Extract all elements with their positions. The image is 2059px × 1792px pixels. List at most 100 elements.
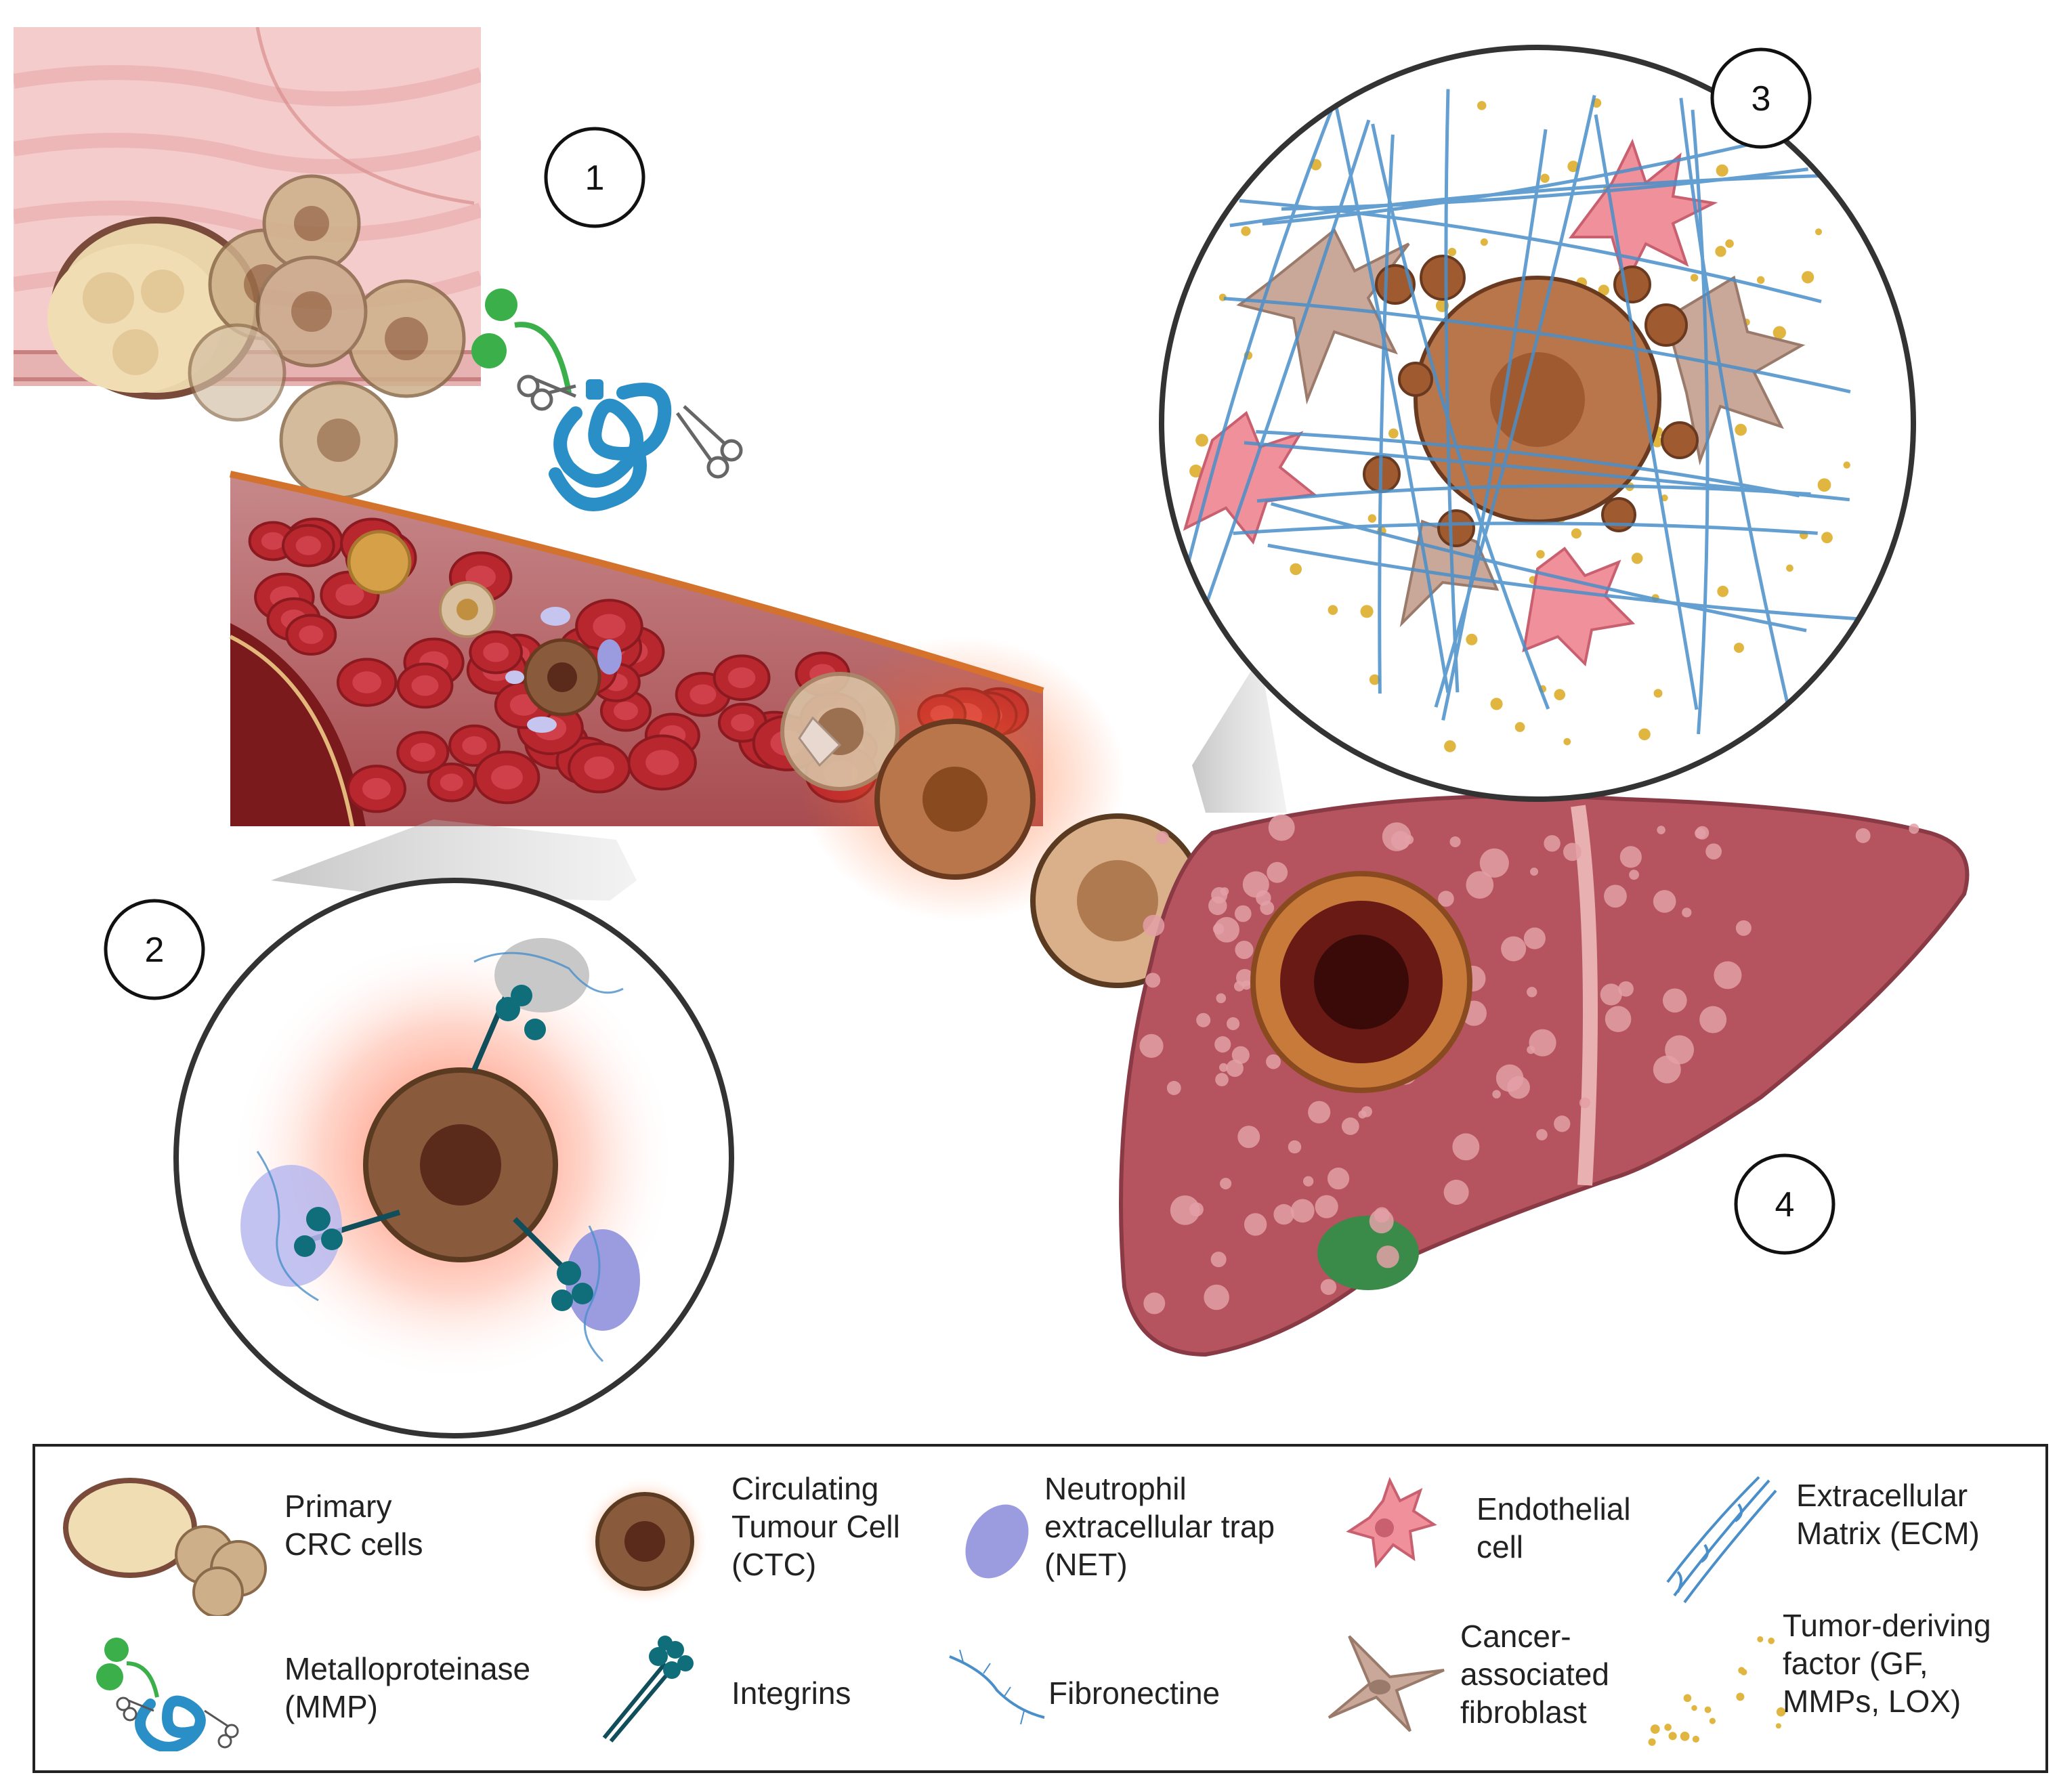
factor-dot xyxy=(1716,164,1728,177)
liver-nodule xyxy=(1479,848,1509,878)
liver-nodule xyxy=(1215,1073,1229,1086)
step-badge-2: 2 xyxy=(104,899,205,1000)
liver-nodule xyxy=(1695,828,1706,839)
primary-tumor-cluster xyxy=(47,174,466,500)
liver-nodule xyxy=(1662,988,1687,1013)
liver-nodule xyxy=(1629,870,1639,880)
ecm-fiber xyxy=(1239,198,1822,303)
liver-nodule xyxy=(1315,1195,1338,1218)
factor-dot xyxy=(1195,433,1208,447)
liver-nodule xyxy=(1242,871,1269,898)
caf-icon xyxy=(1328,1635,1445,1732)
liver-nodule xyxy=(1909,824,1919,834)
liver-nodule xyxy=(1714,961,1742,989)
factor-dot xyxy=(1704,1706,1712,1713)
factor-dot xyxy=(1653,689,1663,698)
liver-nodule xyxy=(1139,1033,1164,1058)
factor-dot xyxy=(1480,238,1488,247)
factor-dot xyxy=(1388,428,1399,439)
factor-dot xyxy=(1802,271,1814,284)
factor-dot xyxy=(1540,173,1550,183)
liver-nodule xyxy=(1267,861,1288,883)
liver-nodule xyxy=(1235,968,1254,987)
ecm-fiber xyxy=(1270,502,1807,633)
red-blood-cell xyxy=(448,724,501,767)
liver-nodule xyxy=(1529,1029,1556,1057)
liver-nodule xyxy=(1234,905,1252,922)
red-blood-cell xyxy=(473,750,540,805)
liver-nodule xyxy=(1288,1140,1302,1154)
factor-dot xyxy=(1691,1705,1697,1711)
liver-nodule xyxy=(1266,1054,1281,1069)
ecm-fiber xyxy=(1256,430,1800,498)
liver-nodule xyxy=(1443,1179,1469,1205)
liver-nodule xyxy=(1302,1176,1314,1187)
legend-mmp-label: Metalloproteinase (MMP) xyxy=(284,1651,531,1724)
liver-nodule xyxy=(1210,1252,1227,1268)
zoom-circle-3 xyxy=(1159,45,1916,802)
factor-dot xyxy=(1447,247,1457,257)
factor-dot xyxy=(1567,161,1579,173)
liver-nodule xyxy=(1501,936,1527,962)
svg-text:4: 4 xyxy=(1775,1185,1795,1224)
factor-dot xyxy=(1680,1731,1690,1741)
factor-dot xyxy=(1664,1724,1672,1731)
ecm-fiber xyxy=(1229,173,1850,228)
factor-dot xyxy=(1650,1724,1660,1734)
factor-dot xyxy=(1536,550,1545,559)
liver-nodule xyxy=(1204,1284,1229,1310)
factor-dot xyxy=(1786,564,1793,572)
liver-nodule xyxy=(1214,1036,1231,1053)
factor-dot xyxy=(1241,226,1251,236)
factor-dot xyxy=(1466,633,1478,645)
factor-dot xyxy=(1648,1738,1656,1746)
factor-dot xyxy=(1692,1735,1699,1743)
net-icon xyxy=(965,1504,1029,1579)
integrins-icon xyxy=(602,1636,694,1743)
svg-text:1: 1 xyxy=(585,158,605,198)
factor-dot xyxy=(1756,276,1765,284)
liver-nodule xyxy=(1216,993,1227,1004)
liver-nodule xyxy=(1155,831,1169,845)
ecm-fiber xyxy=(1691,110,1710,735)
legend-ctc-label: Circulating Tumour Cell (CTC) xyxy=(731,1471,900,1582)
primary-crc-icon xyxy=(63,1478,267,1616)
liver-nodule xyxy=(1273,1203,1294,1225)
liver-nodule xyxy=(1507,1075,1530,1099)
zoom-circle-2 xyxy=(173,878,734,1438)
scissors-icon xyxy=(517,375,743,479)
factor-dot xyxy=(1444,740,1456,752)
liver-nodule xyxy=(1682,908,1692,918)
ecm-fiber xyxy=(1441,129,1548,721)
factor-dot xyxy=(1328,605,1338,615)
factor-dot xyxy=(1725,239,1734,249)
liver-nodule xyxy=(1554,1115,1571,1132)
liver-nodule xyxy=(1196,1012,1211,1027)
legend-primary-crc-label: Primary CRC cells xyxy=(284,1489,423,1562)
liver-nodule xyxy=(1618,981,1634,997)
factor-dot xyxy=(1369,674,1380,685)
liver-nodule xyxy=(1391,830,1410,850)
factor-dot xyxy=(1768,1637,1775,1644)
liver-nodule xyxy=(1290,1199,1315,1223)
mmp-icon xyxy=(96,1638,239,1751)
liver-nodule xyxy=(1369,1209,1394,1234)
liver-nodule xyxy=(1170,1195,1200,1225)
liver-nodule xyxy=(1308,1101,1331,1124)
ecm-fiber xyxy=(1434,95,1596,708)
liver-nodule xyxy=(1492,1090,1501,1098)
liver-nodule xyxy=(1376,1245,1399,1268)
factor-dot xyxy=(1683,1694,1692,1703)
liver-nodule xyxy=(1523,927,1546,950)
liver-nodule xyxy=(1244,1213,1267,1236)
factor-dot xyxy=(1668,1732,1677,1741)
factor-dot xyxy=(1360,605,1374,618)
liver-nodule xyxy=(1735,920,1752,936)
legend-fibronectine-label: Fibronectine xyxy=(1048,1676,1220,1711)
ecm-icon xyxy=(1666,1476,1777,1604)
liver-nodule xyxy=(1227,1017,1240,1031)
factor-dot xyxy=(1709,1718,1716,1724)
liver-nodule xyxy=(1231,1046,1250,1064)
tumor-factor-icon xyxy=(1648,1636,1786,1746)
legend-ecm-label: Extracellular Matrix (ECM) xyxy=(1796,1478,1980,1551)
